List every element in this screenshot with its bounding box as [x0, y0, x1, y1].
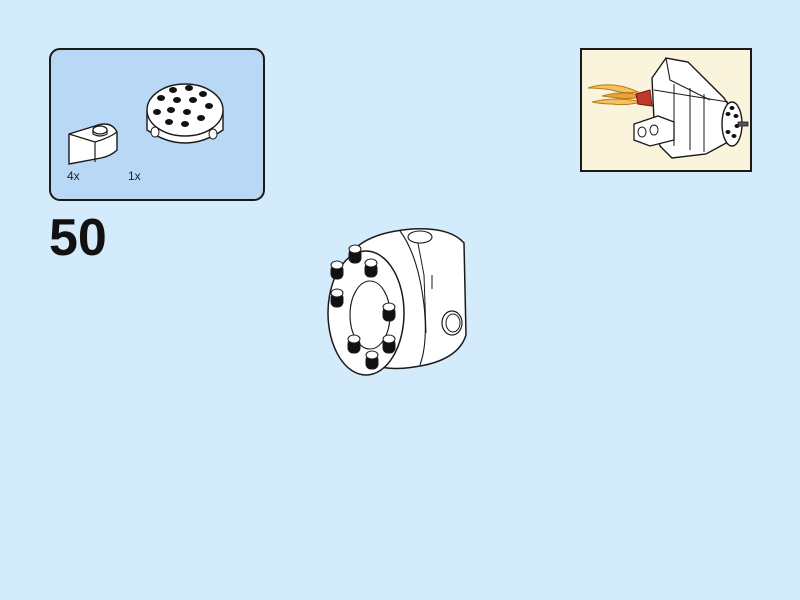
curved-slope-brick-part	[65, 116, 121, 168]
round-plate-part	[143, 78, 227, 158]
model-preview	[580, 48, 752, 172]
curved-slope-brick-quantity: 4x	[67, 169, 80, 183]
round-plate-icon	[146, 83, 224, 144]
spaceship-preview-icon	[587, 57, 749, 159]
curved-slope-brick-icon	[68, 123, 118, 165]
round-plate-quantity: 1x	[128, 169, 141, 183]
parts-panel: 4x	[49, 48, 265, 201]
step-assembly	[320, 215, 480, 390]
cylinder-assembly-icon	[327, 228, 467, 376]
step-number: 50	[49, 209, 107, 267]
